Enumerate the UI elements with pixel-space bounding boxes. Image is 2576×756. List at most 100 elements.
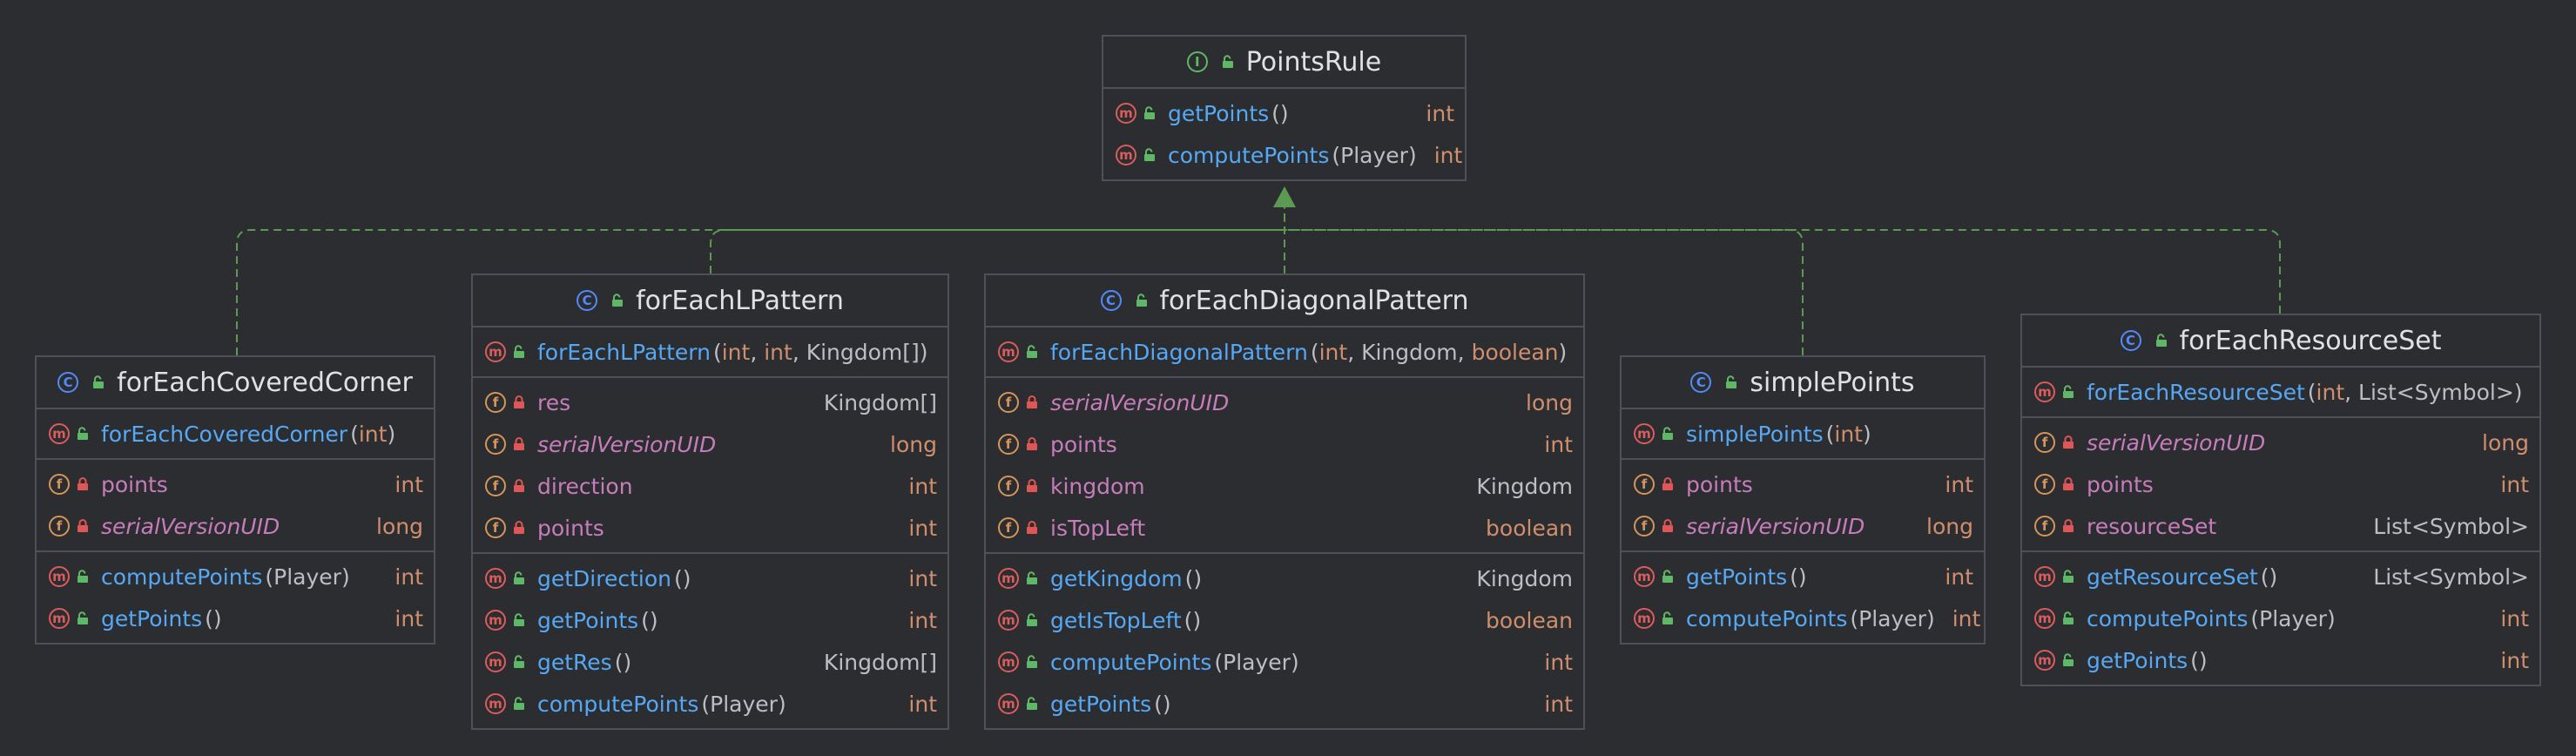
member-type: int xyxy=(1544,431,1573,457)
method-params: (int) xyxy=(1825,421,1871,447)
private-lock-icon xyxy=(2062,477,2074,491)
field-name: serialVersionUID xyxy=(537,431,717,457)
member-type: long xyxy=(1926,513,1973,539)
public-visibility-icon xyxy=(2062,611,2074,625)
edge-forEachLPattern xyxy=(710,229,1285,273)
private-lock-icon xyxy=(1026,521,1038,535)
member-type: int xyxy=(394,471,423,497)
member-type: long xyxy=(2482,429,2529,456)
method-icon: m xyxy=(998,341,1019,362)
method-icon: m xyxy=(485,693,506,714)
public-visibility-icon xyxy=(1026,655,1038,669)
member-type: int xyxy=(1945,471,1973,497)
field-icon: f xyxy=(998,392,1019,413)
edge-forEachResourceSet xyxy=(1285,229,2281,314)
method-icon: m xyxy=(1634,423,1655,444)
class-icon: C xyxy=(1690,372,1712,393)
public-visibility-icon xyxy=(1662,427,1674,441)
public-visibility-icon xyxy=(77,611,89,625)
member-type: Kingdom xyxy=(1476,565,1573,591)
method-params: () xyxy=(1183,607,1202,633)
method-icon: m xyxy=(485,568,506,589)
member-type: int xyxy=(1952,605,1981,631)
method-icon: m xyxy=(1116,145,1136,165)
member-type: long xyxy=(890,431,937,457)
field-icon: f xyxy=(485,434,506,455)
field-name: direction xyxy=(537,473,633,499)
method-name: forEachResourceSet xyxy=(2087,379,2305,405)
method-name: computePoints xyxy=(1686,605,1848,631)
private-lock-icon xyxy=(1662,519,1674,533)
edge-forEachCoveredCorner xyxy=(236,193,1285,355)
field-row[interactable]: f serialVersionUID long xyxy=(473,423,947,465)
field-icon: f xyxy=(1634,516,1655,537)
class-icon: C xyxy=(577,290,598,311)
method-params: () xyxy=(1271,100,1289,126)
method-icon: m xyxy=(1634,566,1655,587)
member-type: int xyxy=(1544,691,1573,717)
field-name: points xyxy=(2087,471,2154,497)
method-params: (Player) xyxy=(1214,649,1299,675)
member-type: int xyxy=(2500,647,2529,673)
public-visibility-icon xyxy=(1026,571,1038,585)
method-icon: m xyxy=(1116,103,1136,124)
method-icon: m xyxy=(2034,650,2055,671)
field-icon: f xyxy=(485,392,506,413)
member-type: int xyxy=(1945,564,1973,590)
public-visibility-icon xyxy=(1136,294,1148,307)
method-name: forEachDiagonalPattern xyxy=(1050,339,1308,365)
